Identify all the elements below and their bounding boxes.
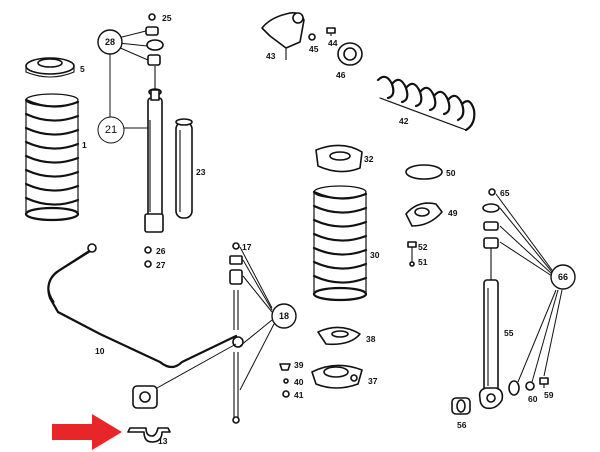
part-number-44: 44 — [328, 38, 338, 48]
part-number-40: 40 — [294, 377, 304, 387]
spring-seat-37[interactable] — [311, 364, 363, 389]
part-number-17: 17 — [242, 242, 252, 252]
bolt-44[interactable] — [326, 27, 336, 36]
callout-21[interactable]: 21 — [97, 116, 125, 144]
svg-text:18: 18 — [279, 311, 289, 321]
part-number-39: 39 — [294, 360, 304, 370]
svg-text:21: 21 — [105, 124, 117, 136]
part-number-52: 52 — [418, 242, 428, 252]
part-number-51: 51 — [418, 257, 428, 267]
stabilizer-bushing[interactable] — [132, 385, 158, 409]
shock-absorber-front[interactable] — [144, 89, 164, 233]
bushing-56[interactable] — [451, 397, 471, 415]
bump-stop-23[interactable] — [175, 118, 193, 219]
part-number-38: 38 — [366, 334, 376, 344]
part-number-41: 41 — [294, 390, 304, 400]
part-number-43: 43 — [266, 51, 276, 61]
coil-spring-rear-42[interactable] — [376, 75, 476, 132]
part-number-37: 37 — [368, 376, 378, 386]
callout-66[interactable]: 66 — [550, 264, 576, 290]
part-number-60: 60 — [528, 394, 538, 404]
shock-top-hardware[interactable] — [145, 13, 164, 96]
svg-text:66: 66 — [558, 272, 568, 282]
part-number-5: 5 — [80, 64, 85, 74]
part-number-27: 27 — [156, 260, 166, 270]
part-number-32: 32 — [364, 154, 374, 164]
part-number-49: 49 — [448, 208, 458, 218]
part-number-10: 10 — [95, 346, 105, 356]
svg-text:28: 28 — [105, 37, 115, 47]
part-number-55: 55 — [504, 328, 514, 338]
coil-spring-30[interactable] — [312, 185, 368, 302]
part-number-26: 26 — [156, 246, 166, 256]
hardware-51-52[interactable] — [407, 241, 417, 267]
hardware-59-60[interactable] — [508, 377, 549, 396]
stabilizer-link-kit[interactable] — [229, 242, 243, 424]
spring-seat-32[interactable] — [315, 144, 363, 173]
shock-top-hardware-rear[interactable] — [482, 188, 500, 280]
part-number-25: 25 — [162, 13, 172, 23]
highlight-arrow — [52, 414, 122, 450]
shock-absorber-rear-55[interactable] — [478, 279, 504, 410]
part-number-50: 50 — [446, 168, 456, 178]
part-number-65: 65 — [500, 188, 510, 198]
part-number-56: 56 — [457, 420, 467, 430]
part-number-13: 13 — [158, 436, 168, 446]
part-number-42: 42 — [399, 116, 409, 126]
spring-pad-38[interactable] — [317, 326, 361, 346]
washer-45[interactable] — [308, 33, 316, 41]
part-number-46: 46 — [336, 70, 346, 80]
spring-seat-upper[interactable] — [25, 57, 75, 78]
mount-cap-46[interactable] — [337, 42, 363, 66]
callout-28[interactable]: 28 — [97, 29, 123, 55]
hardware-39-40-41[interactable] — [279, 363, 291, 398]
mount-49[interactable] — [405, 202, 443, 227]
mount-bracket-43[interactable] — [261, 12, 305, 60]
shock-lower-hardware[interactable] — [144, 246, 152, 268]
part-number-45: 45 — [309, 44, 319, 54]
cap-50[interactable] — [405, 164, 443, 180]
stabilizer-bar[interactable] — [47, 243, 244, 369]
part-number-23: 23 — [196, 167, 206, 177]
coil-spring-front[interactable] — [24, 93, 80, 222]
part-number-59: 59 — [544, 390, 554, 400]
part-number-30: 30 — [370, 250, 380, 260]
callout-18[interactable]: 18 — [271, 303, 297, 329]
stabilizer-bracket-13[interactable] — [127, 427, 171, 443]
part-number-1: 1 — [82, 140, 87, 150]
